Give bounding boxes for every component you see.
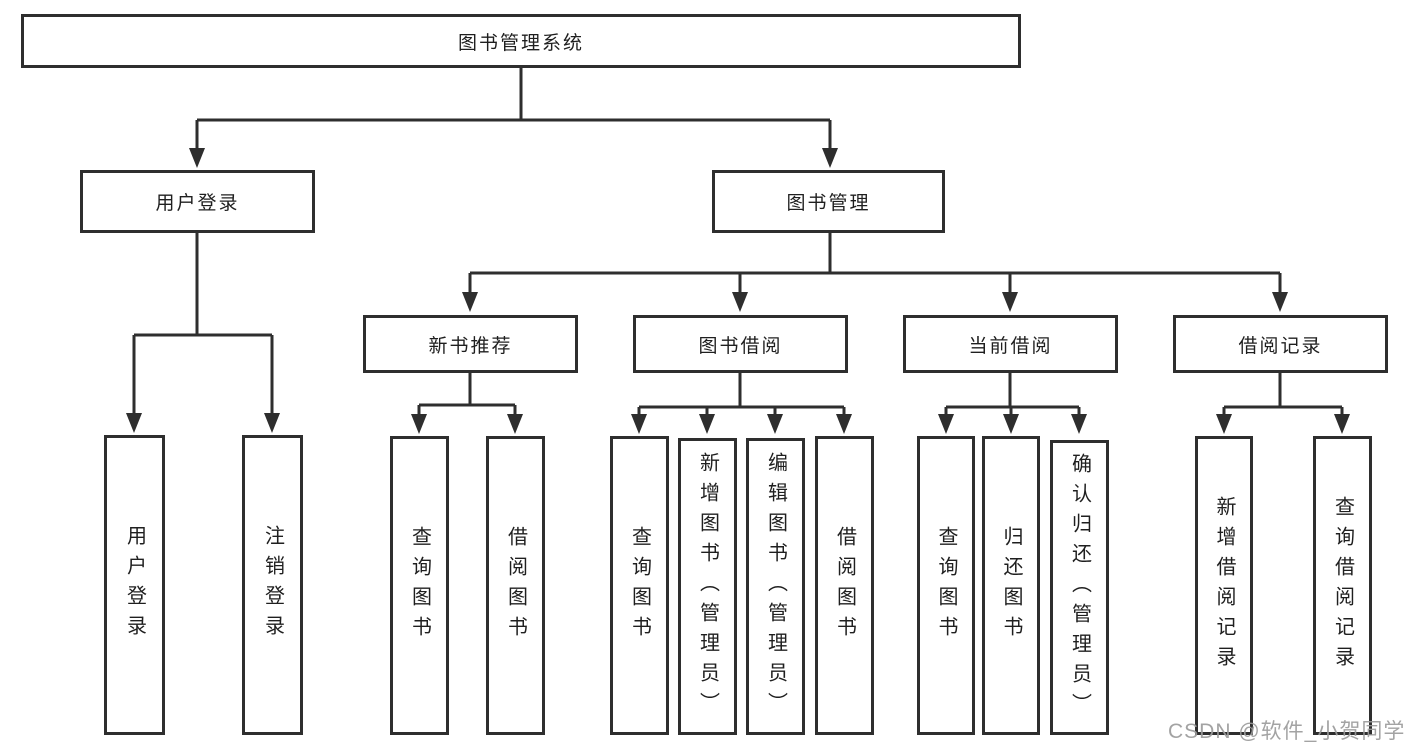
node-leaf-cb-query-books-label: 查询图书 bbox=[935, 525, 957, 646]
node-root-label: 图书管理系统 bbox=[457, 32, 584, 54]
node-user-login: 用户登录 bbox=[80, 170, 315, 233]
node-leaf-logout-label: 注销登录 bbox=[261, 525, 284, 645]
arrowhead bbox=[767, 414, 783, 434]
node-book-mgmt: 图书管理 bbox=[712, 170, 945, 233]
arrowhead bbox=[1003, 414, 1019, 434]
arrowhead bbox=[938, 414, 954, 434]
arrowhead bbox=[507, 414, 523, 434]
arrowhead bbox=[264, 413, 280, 433]
arrowhead bbox=[1334, 414, 1350, 434]
node-book-mgmt-label: 图书管理 bbox=[786, 193, 871, 214]
node-root: 图书管理系统 bbox=[21, 14, 1021, 68]
node-new-books: 新书推荐 bbox=[363, 315, 578, 373]
node-leaf-bb-add-books-admin: 新增图书（管理员） bbox=[678, 438, 737, 735]
node-leaf-br-query-record-label: 查询借阅记录 bbox=[1331, 495, 1354, 676]
arrowhead bbox=[1272, 292, 1288, 312]
node-leaf-user-login: 用户登录 bbox=[104, 435, 165, 735]
node-leaf-bb-borrow-books: 借阅图书 bbox=[815, 436, 874, 735]
node-leaf-cb-confirm-return-admin: 确认归还（管理员） bbox=[1050, 440, 1109, 735]
connector-borrow-records-to-leaves bbox=[1222, 372, 1344, 417]
node-leaf-cb-query-books: 查询图书 bbox=[917, 436, 975, 735]
node-leaf-nb-query-books-label: 查询图书 bbox=[408, 525, 431, 646]
node-leaf-user-login-label: 用户登录 bbox=[123, 525, 146, 645]
arrowhead bbox=[462, 292, 478, 312]
connector-current-borrow-to-leaves bbox=[944, 372, 1081, 417]
node-current-borrow-label: 当前借阅 bbox=[968, 335, 1053, 357]
arrowhead bbox=[732, 292, 748, 312]
node-leaf-br-add-record-label: 新增借阅记录 bbox=[1213, 495, 1235, 676]
node-current-borrow: 当前借阅 bbox=[903, 315, 1118, 373]
node-leaf-bb-query-books-label: 查询图书 bbox=[628, 525, 651, 646]
node-borrow-records: 借阅记录 bbox=[1173, 315, 1388, 373]
node-leaf-br-add-record: 新增借阅记录 bbox=[1195, 436, 1253, 735]
arrowhead bbox=[699, 414, 715, 434]
node-user-login-label: 用户登录 bbox=[155, 193, 240, 214]
node-leaf-bb-edit-books-admin-label: 编辑图书（管理员） bbox=[764, 451, 787, 722]
arrowhead bbox=[1002, 292, 1018, 312]
node-book-borrow: 图书借阅 bbox=[633, 315, 848, 373]
node-leaf-bb-edit-books-admin: 编辑图书（管理员） bbox=[746, 438, 805, 735]
csdn-watermark: CSDN @软件_小贺同学 bbox=[1168, 720, 1405, 743]
connector-new-books-to-leaves bbox=[417, 372, 517, 417]
node-leaf-nb-borrow-books-label: 借阅图书 bbox=[504, 525, 527, 646]
arrowhead bbox=[1216, 414, 1232, 434]
arrowhead bbox=[126, 413, 142, 433]
node-leaf-nb-borrow-books: 借阅图书 bbox=[486, 436, 545, 735]
node-leaf-bb-add-books-admin-label: 新增图书（管理员） bbox=[696, 451, 719, 722]
arrowhead bbox=[822, 148, 838, 168]
arrowhead bbox=[189, 148, 205, 168]
node-new-books-label: 新书推荐 bbox=[428, 335, 513, 357]
connector-user-login-to-leaves bbox=[132, 232, 274, 415]
connector-book-mgmt-to-level3 bbox=[468, 232, 1282, 294]
arrowhead bbox=[1071, 414, 1087, 434]
node-leaf-nb-query-books: 查询图书 bbox=[390, 436, 449, 735]
node-leaf-cb-confirm-return-admin-label: 确认归还（管理员） bbox=[1068, 452, 1091, 723]
node-book-borrow-label: 图书借阅 bbox=[698, 335, 783, 357]
arrowhead bbox=[631, 414, 647, 434]
node-leaf-bb-borrow-books-label: 借阅图书 bbox=[833, 525, 856, 646]
node-borrow-records-label: 借阅记录 bbox=[1238, 335, 1323, 357]
arrowhead bbox=[411, 414, 427, 434]
connector-root-to-level2 bbox=[195, 68, 832, 150]
node-leaf-bb-query-books: 查询图书 bbox=[610, 436, 669, 735]
node-leaf-logout: 注销登录 bbox=[242, 435, 303, 735]
arrowhead bbox=[836, 414, 852, 434]
connector-book-borrow-to-leaves bbox=[637, 372, 846, 417]
node-leaf-cb-return-books-label: 归还图书 bbox=[1000, 525, 1022, 646]
node-leaf-br-query-record: 查询借阅记录 bbox=[1313, 436, 1372, 735]
node-leaf-cb-return-books: 归还图书 bbox=[982, 436, 1040, 735]
